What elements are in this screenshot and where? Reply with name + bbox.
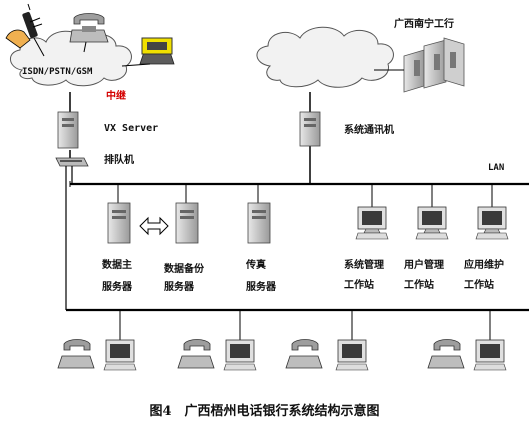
- monitor-icon: [335, 339, 369, 371]
- app-maint-workstation-icon: [475, 206, 509, 240]
- fax-label-2: 服务器: [246, 282, 276, 293]
- wan-cloud: [256, 26, 394, 88]
- fax-label-1: 传真: [246, 260, 266, 271]
- figure-caption: 图4 广西梧州电话银行系统结构示意图: [149, 404, 380, 419]
- sys-mgmt-label-1: 系统管理: [344, 260, 384, 271]
- queue-machine-icon: [55, 157, 89, 167]
- sys-mgmt-workstation-icon: [355, 206, 389, 240]
- phone-icon: [57, 339, 95, 369]
- app-maint-label-2: 工作站: [464, 280, 494, 291]
- data-backup-label-1: 数据备份: [164, 264, 204, 275]
- monitor-icon: [103, 339, 137, 371]
- comm-server-icon: [299, 111, 321, 147]
- pstn-cloud: [10, 30, 132, 87]
- user-mgmt-label-1: 用户管理: [404, 260, 444, 271]
- data-main-label-2: 服务器: [102, 282, 132, 293]
- monitor-icon: [473, 339, 507, 371]
- monitor-icon: [223, 339, 257, 371]
- sync-arrow-icon: [139, 216, 169, 236]
- terminal-icon: [139, 37, 175, 65]
- user-mgmt-label-2: 工作站: [404, 280, 434, 291]
- fax-server-icon: [247, 202, 271, 244]
- user-mgmt-workstation-icon: [415, 206, 449, 240]
- vx-server-label: VX Server: [104, 123, 159, 134]
- sys-mgmt-label-2: 工作站: [344, 280, 374, 291]
- app-maint-label-1: 应用维护: [464, 260, 504, 271]
- queue-label: 排队机: [104, 155, 134, 166]
- mobile-phone-icon: [5, 3, 43, 49]
- data-backup-label-2: 服务器: [164, 282, 194, 293]
- lan-label: LAN: [488, 163, 505, 173]
- vx-server-icon: [57, 111, 79, 149]
- relay-label: 中继: [106, 91, 126, 102]
- data-main-server-icon: [107, 202, 131, 244]
- telephone-icon: [69, 13, 109, 43]
- phone-icon: [285, 339, 323, 369]
- lan-bus: [66, 181, 529, 312]
- pstn-cloud-label: ISDN/PSTN/GSM: [22, 67, 93, 77]
- data-main-label-1: 数据主: [102, 260, 132, 271]
- phone-icon: [427, 339, 465, 369]
- phone-icon: [177, 339, 215, 369]
- comm-server-label: 系统通讯机: [344, 125, 394, 136]
- bank-label: 广西南宁工行: [394, 19, 454, 30]
- data-backup-server-icon: [175, 202, 199, 244]
- bank-server-cluster-icon: [403, 37, 465, 93]
